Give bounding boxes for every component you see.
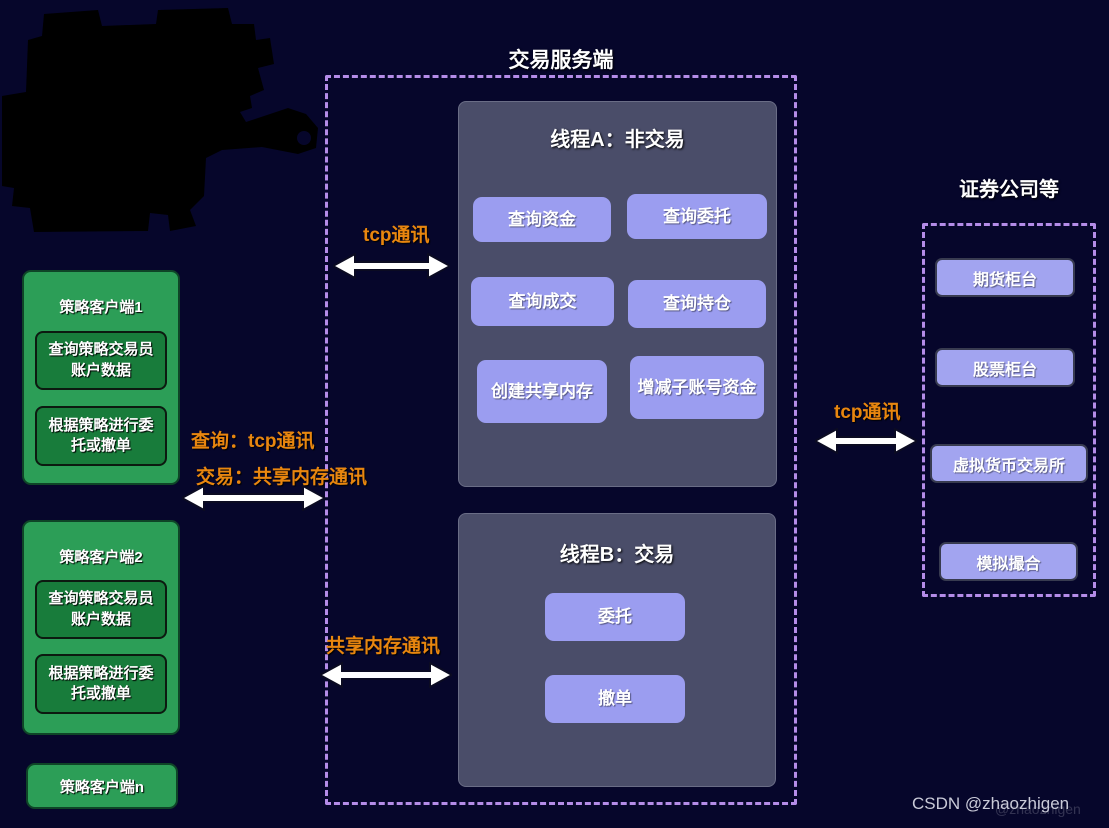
thread-b-title: 线程B：交易 bbox=[559, 544, 675, 566]
client1-query-account-data: 查询策略交易员账户数据 bbox=[35, 331, 167, 390]
client2-order-or-cancel: 根据策略进行委托或撤单 bbox=[35, 654, 167, 714]
thread-a-title: 线程A：非交易 bbox=[550, 129, 685, 151]
label-tcp-right: tcp通讯 bbox=[834, 402, 901, 423]
label-shared-memory: 共享内存通讯 bbox=[326, 636, 441, 657]
label-trade-shared-memory: 交易：共享内存通讯 bbox=[196, 467, 368, 488]
node-query-positions: 查询持仓 bbox=[628, 280, 766, 328]
client2-box: 策略客户端2 查询策略交易员账户数据 根据策略进行委托或撤单 bbox=[22, 520, 180, 735]
client2-title: 策略客户端2 bbox=[59, 549, 143, 566]
node-futures-counter: 期货柜台 bbox=[935, 258, 1075, 297]
node-place-order: 委托 bbox=[545, 593, 685, 641]
tcp-arrow-top bbox=[333, 253, 450, 279]
brokers-dashed-boundary bbox=[922, 223, 1096, 597]
node-stock-counter: 股票柜台 bbox=[935, 348, 1075, 387]
clientn-box: 策略客户端n bbox=[26, 763, 178, 809]
thread-a-panel: 线程A：非交易 查询资金 查询委托 查询成交 查询持仓 创建共享内存 增减子账号… bbox=[458, 101, 777, 487]
brokers-title: 证券公司等 bbox=[959, 179, 1059, 201]
server-title: 交易服务端 bbox=[508, 49, 614, 72]
client1-title: 策略客户端1 bbox=[59, 299, 143, 316]
node-query-trades: 查询成交 bbox=[471, 277, 614, 326]
tcp-arrow-right bbox=[815, 428, 917, 454]
shared-memory-arrow bbox=[320, 662, 452, 688]
node-cancel-order: 撤单 bbox=[545, 675, 685, 723]
node-crypto-exchange: 虚拟货币交易所 bbox=[930, 444, 1088, 483]
label-tcp-top: tcp通讯 bbox=[363, 225, 430, 246]
watermark-ghost: @zhaozhigen bbox=[995, 801, 1081, 817]
clientn-title: 策略客户端n bbox=[59, 778, 145, 796]
client2-query-account-data: 查询策略交易员账户数据 bbox=[35, 580, 167, 639]
server-dashed-boundary bbox=[325, 75, 797, 805]
node-query-funds: 查询资金 bbox=[473, 197, 611, 242]
node-simulated-matching: 模拟撮合 bbox=[939, 542, 1078, 581]
csdn-watermark: CSDN @zhaozhigen bbox=[912, 794, 1070, 813]
node-create-shared-memory: 创建共享内存 bbox=[477, 360, 607, 423]
redacted-image-blob bbox=[2, 8, 318, 232]
client1-order-or-cancel: 根据策略进行委托或撤单 bbox=[35, 406, 167, 466]
client-server-arrow bbox=[182, 485, 325, 511]
node-adjust-subaccount-funds: 增减子账号资金 bbox=[630, 356, 764, 419]
node-query-orders: 查询委托 bbox=[627, 194, 767, 239]
label-query-tcp: 查询：tcp通讯 bbox=[191, 431, 315, 452]
client1-box: 策略客户端1 查询策略交易员账户数据 根据策略进行委托或撤单 bbox=[22, 270, 180, 485]
thread-b-panel: 线程B：交易 委托 撤单 bbox=[458, 513, 776, 787]
